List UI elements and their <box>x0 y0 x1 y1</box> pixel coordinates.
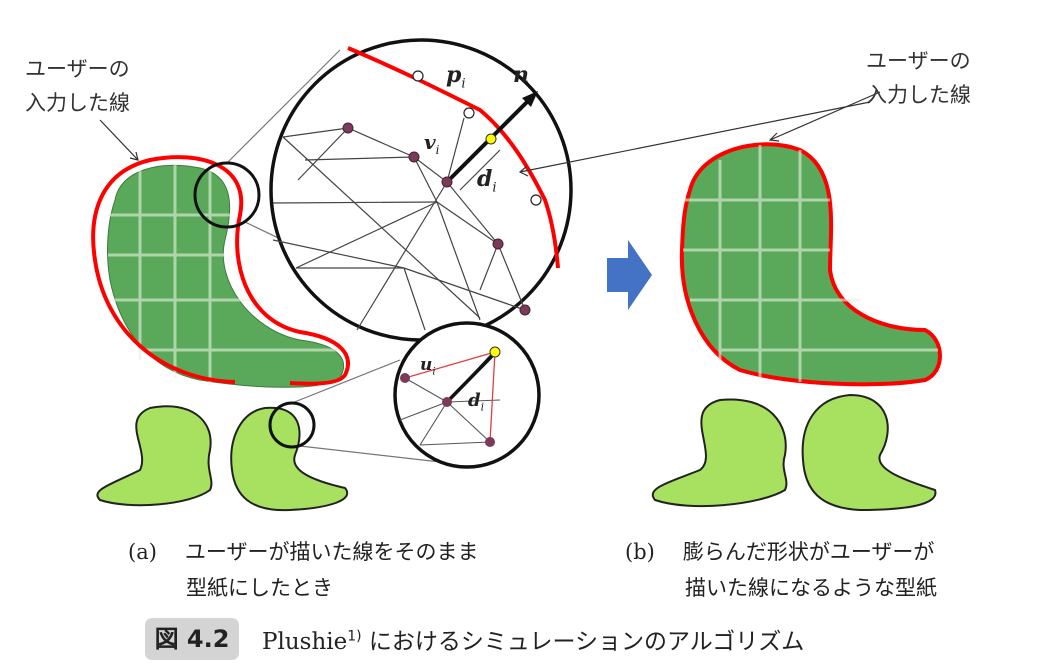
label-user-line-right: ユーザーの 入力した線 <box>866 44 971 112</box>
mesh-vertices <box>342 122 531 316</box>
math-n: n <box>513 62 529 88</box>
user-line-magnified <box>347 46 560 269</box>
zoom-marker-top <box>193 161 261 229</box>
math-d-i: di <box>477 166 497 196</box>
small-red-lines <box>404 351 496 443</box>
figure-number: 図 4.2 <box>145 618 239 660</box>
math-v-i: vi <box>424 130 440 157</box>
caption-tag: (b) <box>625 540 655 564</box>
title-reference: 1) <box>347 628 362 645</box>
small-vertices <box>400 373 495 447</box>
label-line: ユーザーの <box>25 57 130 81</box>
label-line: ユーザーの <box>866 49 971 73</box>
figure-title: Plushie1) におけるシミュレーションのアルゴリズム <box>262 622 804 656</box>
zoom-marker-bottom <box>268 401 316 449</box>
plaid-lines-b <box>683 145 938 382</box>
caption-tag: (a) <box>128 540 157 564</box>
normal-arrowhead <box>522 91 538 107</box>
distance-arrow <box>459 149 501 191</box>
label-arrows <box>99 91 881 177</box>
title-text: におけるシミュレーションのアルゴリズム <box>361 629 805 655</box>
caption-line: 膨らんだ形状がユーザーが <box>682 540 935 564</box>
math-d-i-small: di <box>468 390 485 414</box>
math-p-i: pi <box>446 62 466 92</box>
pattern-piece-b1 <box>651 398 788 508</box>
label-user-line-left: ユーザーの 入力した線 <box>25 52 130 120</box>
small-normal-vector <box>445 354 494 404</box>
plaid-lines-a <box>108 165 340 385</box>
caption-line: ユーザーが描いた線をそのまま <box>184 540 479 564</box>
caption-b: (b) 膨らんだ形状がユーザーが 描いた線になるような型紙 <box>625 536 937 602</box>
label-line: 入力した線 <box>25 91 130 115</box>
vector-to-point <box>446 117 465 183</box>
line-sample-points <box>412 70 542 206</box>
pattern-piece-b2 <box>801 393 937 512</box>
user-line-a <box>91 155 350 386</box>
title-name: Plushie <box>262 629 348 655</box>
right-arrow-icon <box>607 240 652 310</box>
caption-line: 描いた線になるような型紙 <box>685 576 937 600</box>
mesh-lines <box>272 127 526 331</box>
magnified-circle-small <box>393 321 541 469</box>
small-target-point <box>489 346 501 358</box>
caption-a: (a) ユーザーが描いた線をそのまま 型紙にしたとき <box>128 536 479 602</box>
plushie-shape-a <box>107 164 345 388</box>
caption-line: 型紙にしたとき <box>186 576 333 600</box>
label-line: 入力した線 <box>866 83 971 107</box>
math-u-i: ui <box>420 355 436 378</box>
pattern-piece-a1 <box>96 405 213 507</box>
pattern-piece-a2 <box>230 406 348 512</box>
projection-point <box>485 133 497 145</box>
